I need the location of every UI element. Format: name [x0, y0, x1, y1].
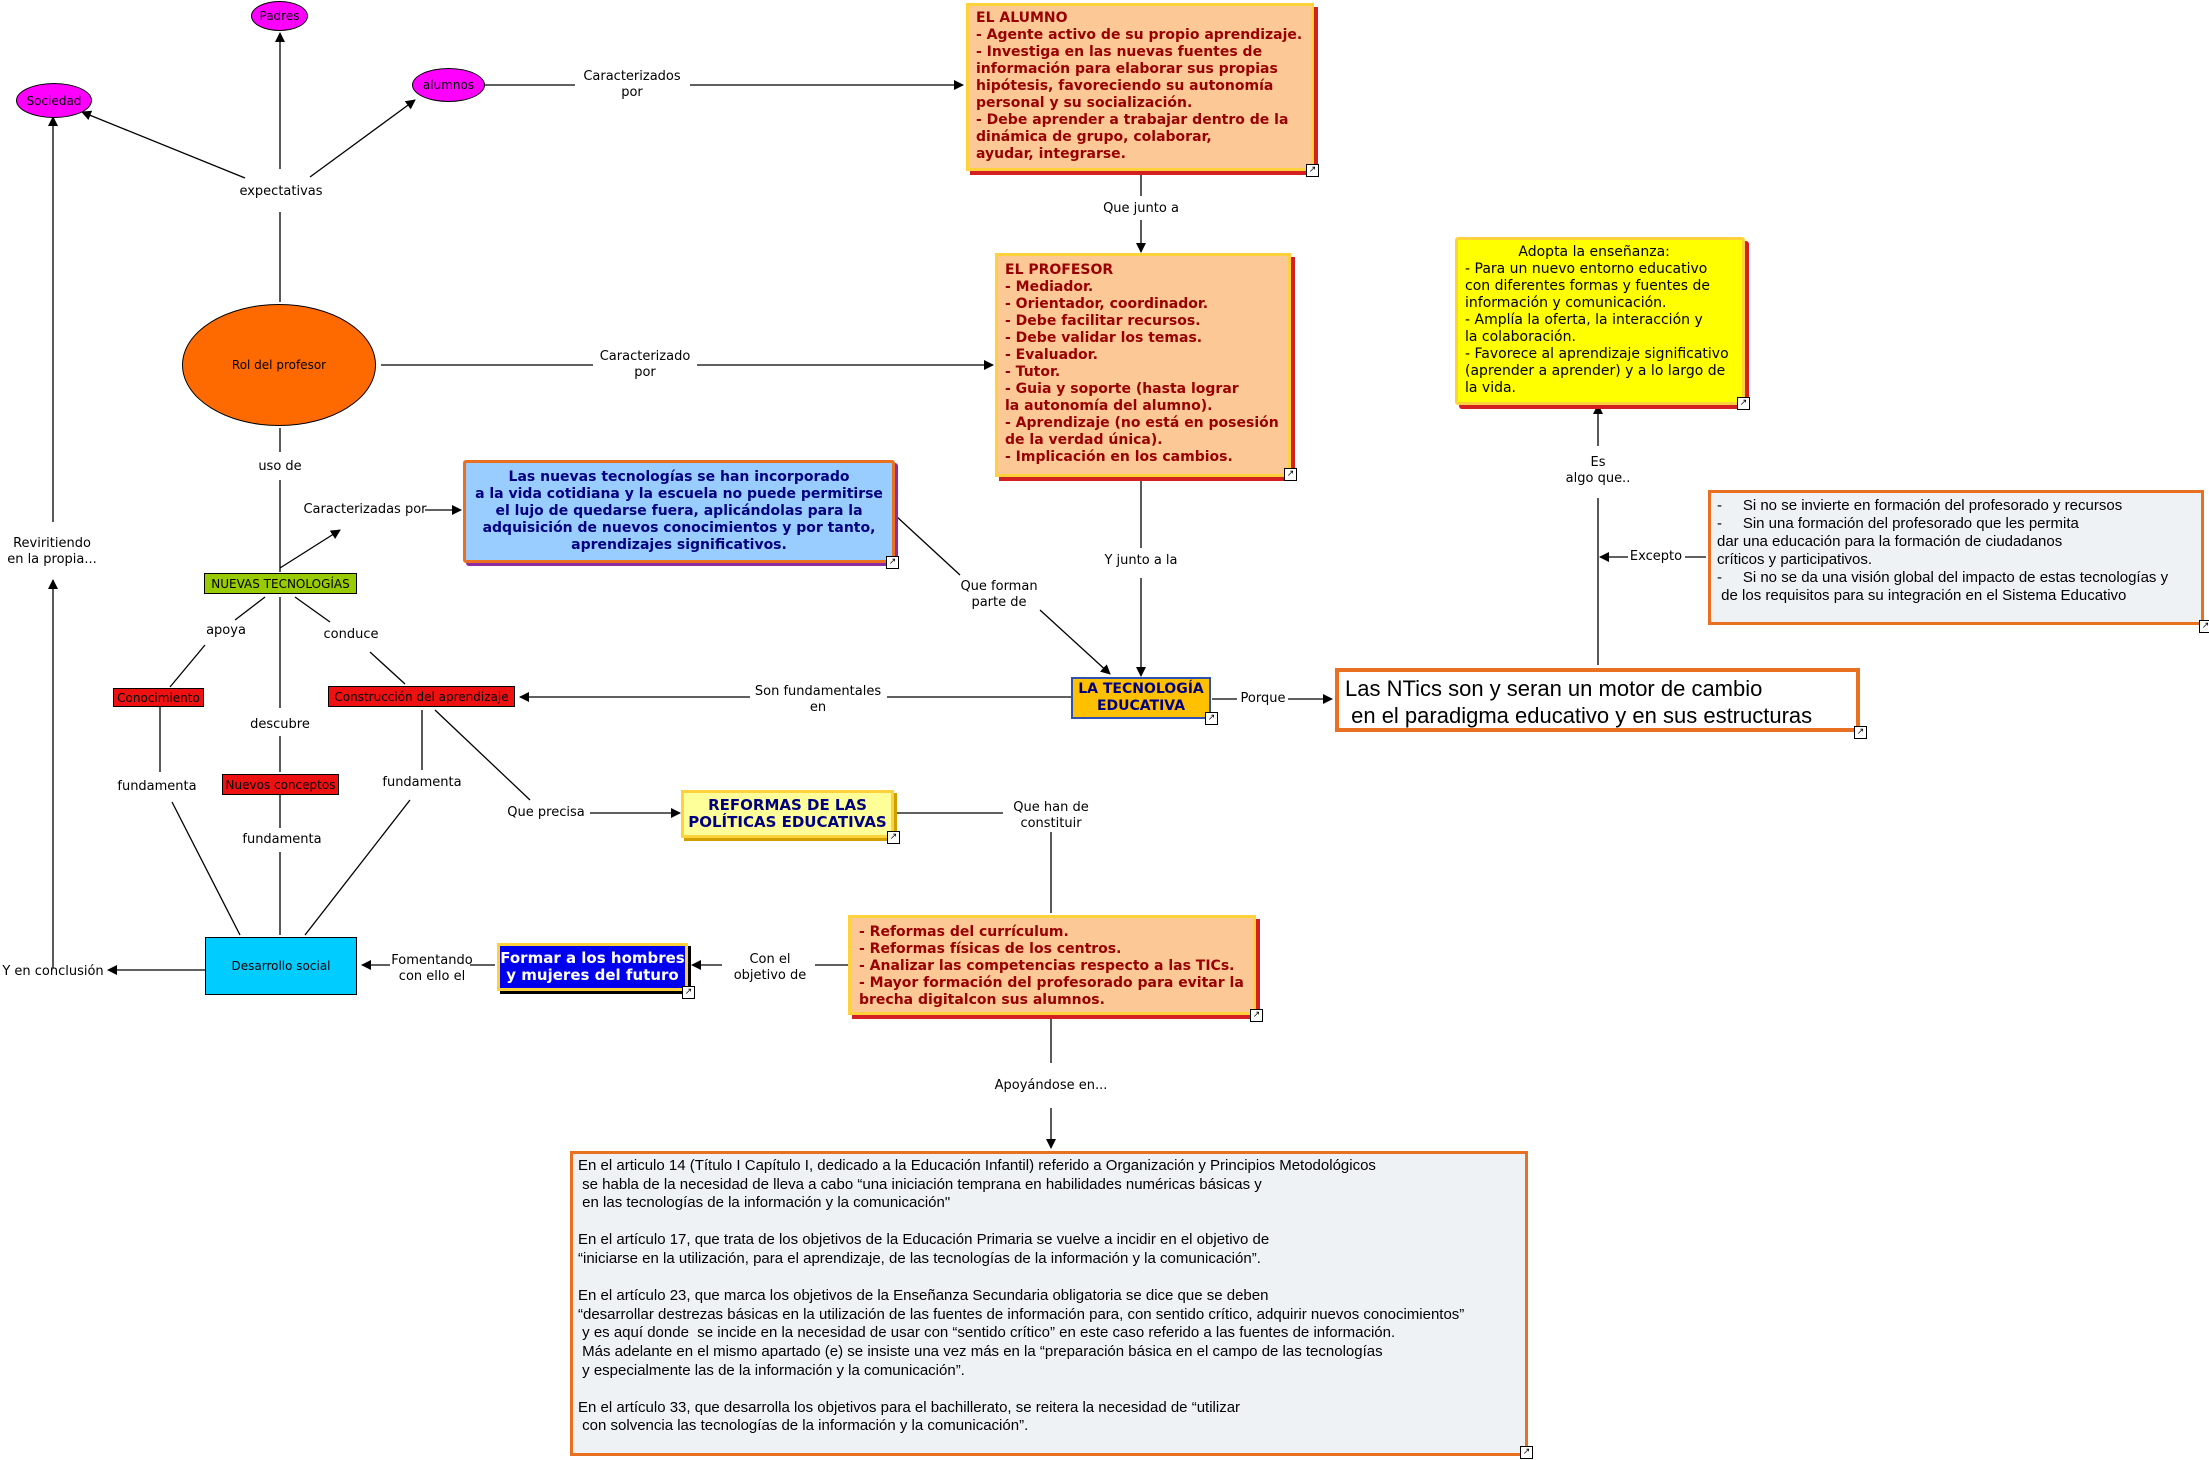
node-adopta-ensenanza[interactable]: Adopta la enseñanza: - Para un nuevo ent… [1455, 237, 1745, 405]
node-sociedad[interactable]: Sociedad [16, 83, 92, 118]
node-rol-profesor[interactable]: Rol del profesor [182, 304, 376, 426]
node-desarrollo-social[interactable]: Desarrollo social [205, 937, 357, 995]
node-alumnos[interactable]: alumnos [412, 68, 485, 102]
link-descubre: descubre [250, 717, 310, 732]
node-nuevas-tecnologias[interactable]: NUEVAS TECNOLOGÍAS [204, 573, 357, 594]
link-porque: Porque [1240, 691, 1286, 706]
link-apoya: apoya [206, 623, 246, 638]
expand-icon[interactable]: ↗ [1520, 1446, 1533, 1459]
link-caracterizado-por: Caracterizado por [599, 349, 691, 380]
expand-icon[interactable]: ↗ [886, 556, 899, 569]
node-formar-hombres-mujeres[interactable]: Formar a los hombres y mujeres del futur… [497, 943, 688, 991]
link-y-en-conclusion: Y en conclusión [2, 964, 104, 979]
link-reviritiendo: Reviritiendo en la propia... [7, 536, 97, 567]
link-son-fundamentales: Son fundamentales en [754, 684, 882, 715]
nuevas-tecnologias-desc-text: Las nuevas tecnologías se han incorporad… [475, 469, 883, 553]
expand-icon[interactable]: ↗ [1306, 164, 1319, 177]
link-uso-de: uso de [258, 459, 302, 474]
link-excepto: Excepto [1629, 549, 1683, 564]
node-reformas-politicas[interactable]: REFORMAS DE LAS POLÍTICAS EDUCATIVAS [681, 790, 894, 838]
link-apoyandose: Apoyándose en... [994, 1078, 1108, 1093]
link-con-el-objetivo: Con el objetivo de [733, 952, 807, 983]
node-excepto-list[interactable]: - Si no se invierte en formación del pro… [1708, 490, 2204, 625]
expand-icon[interactable]: ↗ [2199, 620, 2209, 633]
expand-icon[interactable]: ↗ [1284, 468, 1297, 481]
node-conocimiento[interactable]: Conocimiento [113, 688, 204, 707]
link-que-junto-a: Que junto a [1103, 201, 1179, 216]
link-que-precisa: Que precisa [507, 805, 585, 820]
node-expectativas[interactable]: expectativas [239, 184, 323, 199]
node-tecnologia-educativa[interactable]: LA TECNOLOGÍA EDUCATIVA [1071, 677, 1211, 719]
node-articulos[interactable]: En el articulo 14 (Título I Capítulo I, … [570, 1151, 1528, 1456]
link-conduce: conduce [323, 627, 379, 642]
link-caracterizadas-por: Caracterizadas por [303, 502, 427, 517]
link-fundamenta-conocimiento: fundamenta [117, 779, 197, 794]
node-ntics[interactable]: Las NTics son y seran un motor de cambio… [1335, 668, 1860, 732]
link-fundamenta-conceptos: fundamenta [242, 832, 322, 847]
node-nuevos-conceptos[interactable]: Nuevos conceptos [222, 774, 339, 795]
link-caracterizados-por: Caracterizados por [583, 69, 681, 100]
node-padres[interactable]: Padres [251, 1, 308, 31]
link-fundamenta-construccion: fundamenta [382, 775, 462, 790]
expand-icon[interactable]: ↗ [682, 986, 695, 999]
expand-icon[interactable]: ↗ [887, 831, 900, 844]
node-reformas-list[interactable]: - Reformas del currículum. - Reformas fí… [848, 915, 1256, 1015]
node-nuevas-tecnologias-desc[interactable]: Las nuevas tecnologías se han incorporad… [463, 460, 895, 563]
expand-icon[interactable]: ↗ [1854, 726, 1867, 739]
node-el-alumno[interactable]: EL ALUMNO - Agente activo de su propio a… [966, 3, 1314, 171]
link-y-junto-a-la: Y junto a la [1104, 553, 1178, 568]
node-el-profesor[interactable]: EL PROFESOR - Mediador. - Orientador, co… [995, 253, 1291, 477]
node-construccion-aprendizaje[interactable]: Construcción del aprendizaje [328, 686, 515, 707]
link-que-han-de-constituir: Que han de constituir [1013, 800, 1089, 831]
expand-icon[interactable]: ↗ [1737, 397, 1750, 410]
link-fomentando: Fomentando con ello el [391, 953, 473, 984]
link-que-forman-parte-de: Que forman parte de [960, 579, 1038, 610]
link-es-algo-que: Es algo que.. [1565, 455, 1631, 486]
expand-icon[interactable]: ↗ [1205, 712, 1218, 725]
expand-icon[interactable]: ↗ [1250, 1009, 1263, 1022]
